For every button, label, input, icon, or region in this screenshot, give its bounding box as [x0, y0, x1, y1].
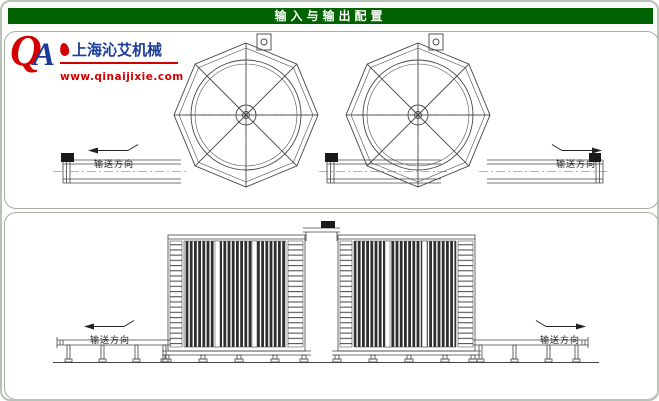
- outfeed-conveyor-elevation: [473, 337, 589, 363]
- logo-divider: [60, 62, 178, 64]
- left-tower-elevation: [162, 234, 311, 363]
- title-bar: 输入与输出配置: [8, 8, 653, 24]
- right-tower-elevation: [332, 234, 481, 363]
- logo-row: Q A 上海沁艾机械 www.qinaijixie.com: [10, 27, 184, 84]
- logo-text-block: 上海沁艾机械 www.qinaijixie.com: [58, 35, 184, 84]
- infeed-conveyor-elevation: [56, 337, 171, 363]
- direction-label-bottom-left: 输送方向: [82, 315, 138, 346]
- direction-label-text: 输送方向: [555, 160, 596, 170]
- website-url: www.qinaijixie.com: [60, 71, 184, 83]
- direction-label-bottom-right: 输送方向: [532, 315, 588, 346]
- bridge-conveyor-elevation: [303, 221, 340, 241]
- direction-label-text: 输送方向: [539, 336, 580, 346]
- infeed-conveyor-top: [53, 153, 189, 184]
- right-arrow-icon: [551, 144, 602, 154]
- top-view-panel: [4, 31, 657, 209]
- outfeed-conveyor-top: [479, 153, 609, 184]
- left-arrow-icon: [84, 320, 135, 330]
- flame-icon: [58, 42, 71, 57]
- company-logo: Q A 上海沁艾机械 www.qinaijixie.com: [10, 27, 184, 84]
- top-view-drawing: [53, 33, 609, 188]
- right-arrow-icon: [535, 320, 586, 330]
- direction-label-top-right: 输送方向: [548, 139, 604, 170]
- logo-monogram: Q A: [10, 27, 60, 77]
- logo-letter-q: Q: [10, 26, 42, 75]
- direction-label-top-left: 输送方向: [86, 139, 142, 170]
- right-tower-top-view: [345, 33, 491, 188]
- logo-letter-a: A: [33, 37, 56, 73]
- elevation-panel: [4, 212, 657, 399]
- direction-label-text: 输送方向: [93, 160, 134, 170]
- left-tower-top-view: [173, 33, 319, 188]
- transfer-conveyor-top: [319, 153, 449, 184]
- company-name: 上海沁艾机械: [72, 41, 163, 59]
- elevation-drawing: [53, 221, 599, 364]
- direction-label-text: 输送方向: [89, 336, 130, 346]
- left-arrow-icon: [88, 144, 139, 154]
